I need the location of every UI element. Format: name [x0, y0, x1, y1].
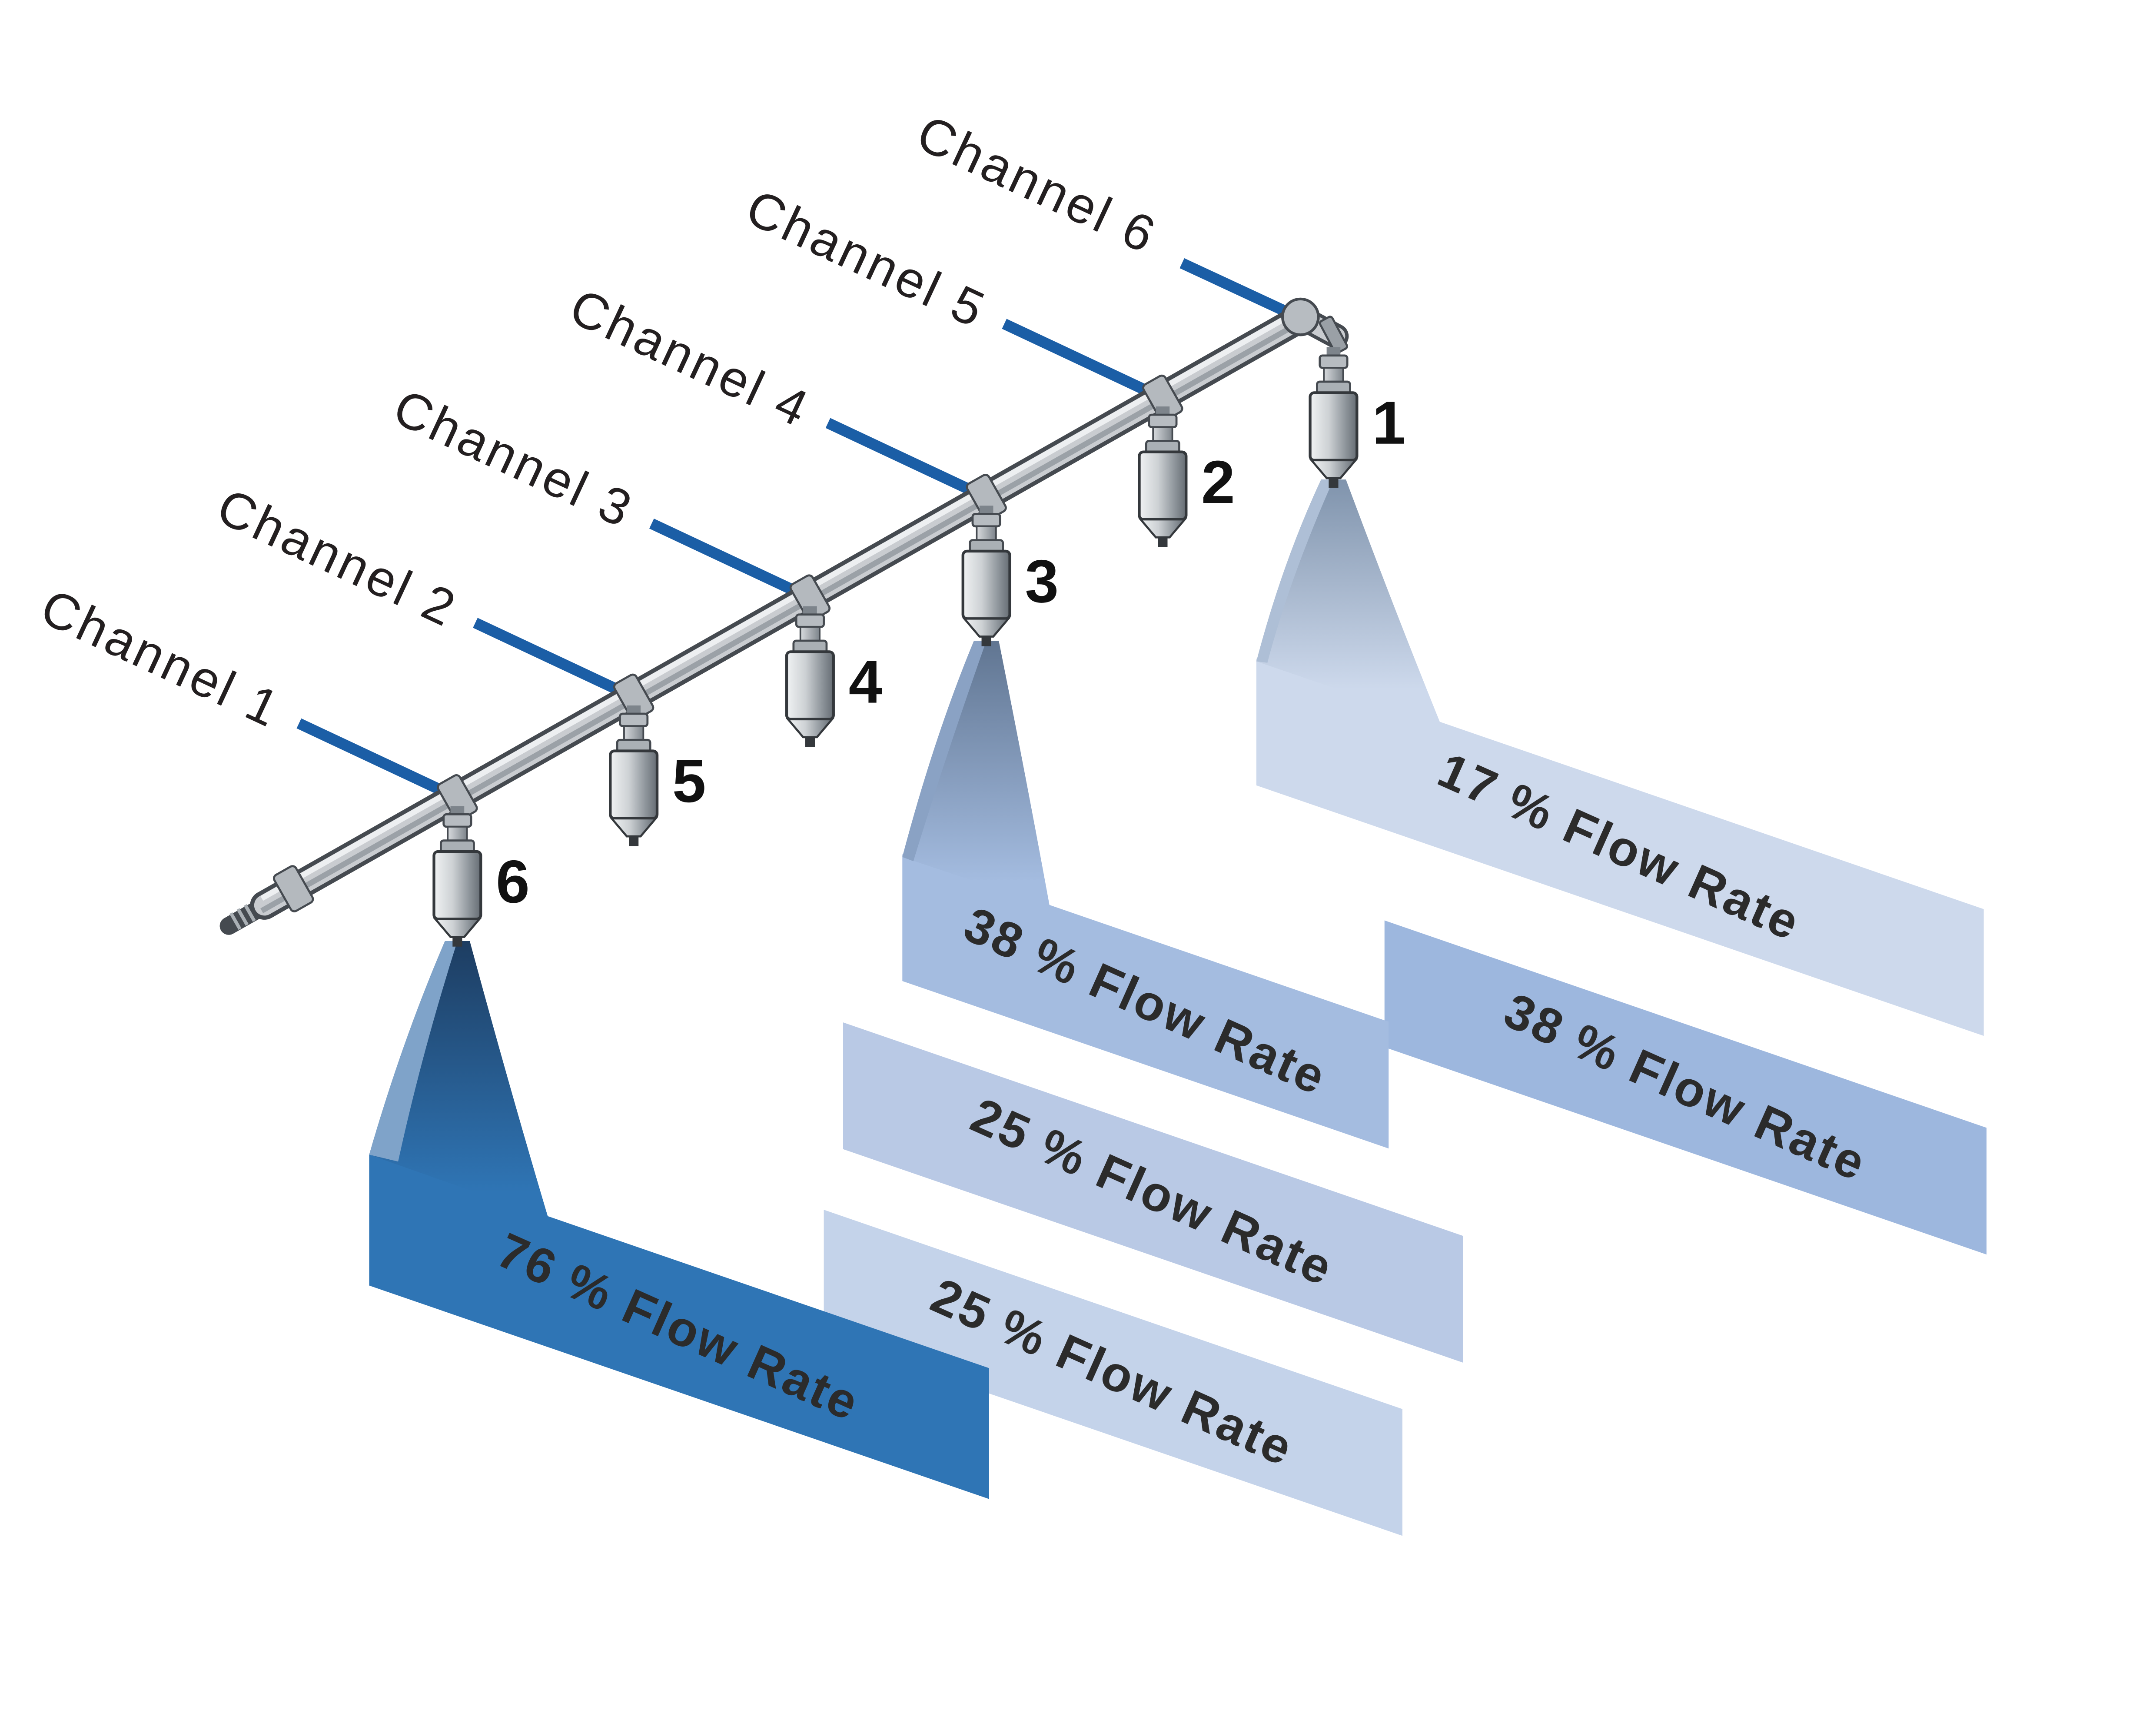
nozzle-2 [1139, 406, 1186, 547]
nozzle-number-6: 6 [496, 848, 530, 916]
nozzle-6 [434, 806, 481, 946]
nozzle-number-4: 4 [848, 649, 883, 717]
channel-line-6 [1179, 258, 1303, 323]
funnel-nozzle-1-highlight [1256, 479, 1334, 663]
nozzle-number-5: 5 [672, 748, 706, 816]
channel-line-1 [296, 718, 460, 803]
nozzle-1 [1310, 347, 1357, 488]
nozzle-5 [610, 705, 657, 846]
channel-line-5 [1002, 319, 1165, 403]
nozzle-3 [963, 506, 1010, 646]
nozzle-number-3: 3 [1025, 548, 1059, 616]
nozzle-number-1: 1 [1372, 390, 1406, 458]
pipe-couplings [273, 374, 1183, 912]
nozzle-number-2: 2 [1201, 449, 1235, 517]
channel-line-2 [473, 618, 636, 702]
channel-line-4 [825, 418, 989, 502]
funnel-nozzle-3-highlight [902, 641, 987, 862]
funnel-nozzle-6 [369, 941, 548, 1218]
pipe [250, 303, 1315, 920]
pipe-elbow [1281, 297, 1349, 354]
nozzle-4 [787, 606, 834, 747]
funnel-nozzle-3 [902, 641, 1050, 907]
channel-line-3 [649, 519, 813, 603]
funnel-nozzle-6-highlight [369, 941, 458, 1162]
